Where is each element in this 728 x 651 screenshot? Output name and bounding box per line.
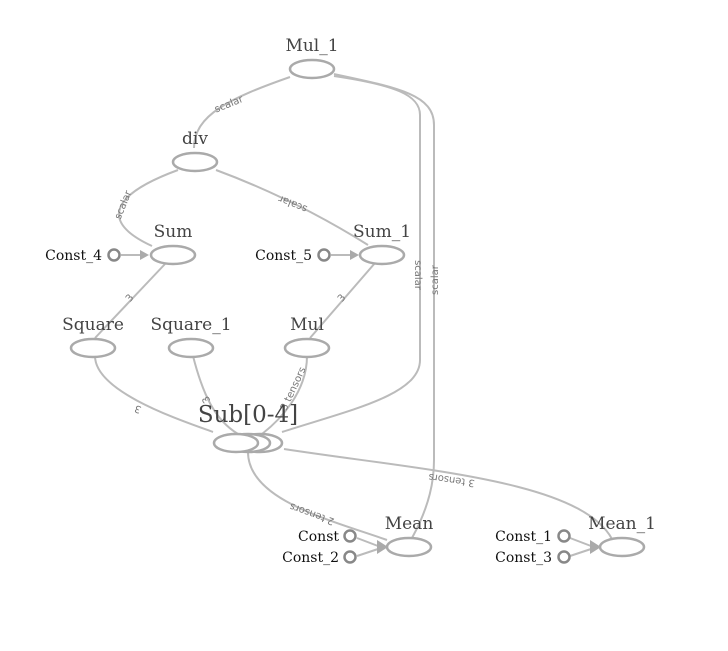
- label-square: Square: [62, 315, 124, 335]
- node-mul[interactable]: [283, 337, 331, 359]
- edge-label-div-sum1: scalar: [276, 192, 309, 214]
- label-mul: Mul: [290, 315, 324, 335]
- const-node-const1[interactable]: [557, 529, 571, 543]
- edge-sum-div: [118, 169, 179, 247]
- edge-const1-mean1: [569, 537, 592, 547]
- const-node-const[interactable]: [343, 529, 357, 543]
- label-const1: Const_1: [495, 529, 552, 545]
- label-const4: Const_4: [45, 248, 102, 264]
- const-node-const4[interactable]: [107, 248, 121, 262]
- label-sum: Sum: [154, 222, 193, 242]
- label-const3: Const_3: [495, 550, 552, 566]
- node-sum1[interactable]: [358, 244, 406, 266]
- node-mean[interactable]: [385, 536, 433, 558]
- const-node-const5[interactable]: [317, 248, 331, 262]
- node-square[interactable]: [69, 337, 117, 359]
- edge-const3-mean1: [569, 548, 592, 557]
- edge-div-mul1: [193, 76, 291, 149]
- edge-const2-mean: [356, 548, 379, 557]
- edge-square-sum: [94, 263, 166, 339]
- label-sub: Sub[0-4]: [198, 402, 298, 428]
- edge-label-square1-sub: 3: [200, 394, 213, 405]
- edge-label-mul1-mean: scalar: [430, 264, 441, 295]
- const-node-const2[interactable]: [343, 550, 357, 564]
- node-sub-layer-1: [212, 432, 260, 454]
- const-node-const3[interactable]: [557, 550, 571, 564]
- label-sum1: Sum_1: [353, 222, 411, 242]
- edge-sum1-div: [215, 169, 369, 246]
- edge-sub-mean: [247, 451, 388, 541]
- arrowhead-mean1: [590, 540, 601, 554]
- edge-const-mean: [356, 537, 379, 547]
- label-square1: Square_1: [150, 315, 231, 335]
- arrowhead-mean: [377, 540, 388, 554]
- edge-square1-sub: [192, 355, 239, 435]
- node-square1[interactable]: [167, 337, 215, 359]
- edge-label-sub-mean: 2 tensors: [288, 500, 336, 526]
- edge-label-mul1-div: scalar: [213, 94, 246, 116]
- label-mean1: Mean_1: [588, 514, 656, 534]
- arrowhead-sum: [140, 250, 149, 260]
- edge-square-sub: [94, 355, 214, 433]
- label-mean: Mean: [385, 514, 434, 534]
- label-const: Const: [298, 529, 339, 545]
- node-mul1[interactable]: [288, 58, 336, 80]
- edge-mean-mul1: [333, 73, 435, 539]
- label-const2: Const_2: [282, 550, 339, 566]
- node-sum[interactable]: [149, 244, 197, 266]
- label-const5: Const_5: [255, 248, 312, 264]
- edge-label-div-sum: scalar: [113, 188, 135, 221]
- node-div[interactable]: [171, 151, 219, 173]
- edge-label-sum1-mul: 3: [336, 292, 349, 304]
- edge-mul-sub: [261, 355, 308, 435]
- label-div: div: [182, 129, 208, 149]
- arrowhead-sum1: [350, 250, 359, 260]
- node-mean1[interactable]: [598, 536, 646, 558]
- edge-mul-sum1: [309, 262, 376, 339]
- edge-label-mul1-sub: scalar: [412, 260, 423, 291]
- edge-label-square-sub: 3: [133, 402, 143, 415]
- label-mul1: Mul_1: [285, 36, 338, 56]
- edge-label-sum-square: 3: [124, 292, 137, 304]
- edge-sub-mean1: [283, 448, 613, 540]
- node-sub-stack[interactable]: [212, 432, 284, 454]
